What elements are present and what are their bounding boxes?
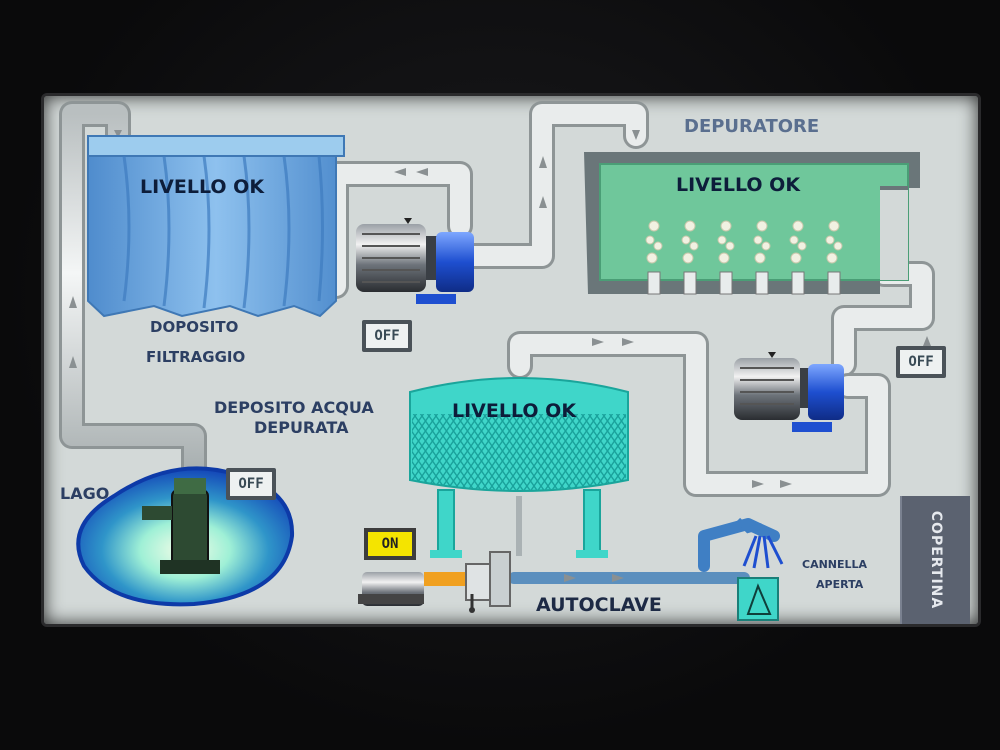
autoclave-on-button[interactable]: ON [364,528,416,560]
aerator-5 [789,220,807,295]
process-diagram [59,101,935,621]
label-depurata: DEPURATA [254,418,349,437]
label-cannella: CANNELLA [802,558,868,571]
aerator-3 [717,220,735,295]
label-aperta: APERTA [816,578,864,591]
purifier-tank [584,152,920,295]
aerator-4 [753,220,771,295]
filter-pump-off-button[interactable]: OFF [362,320,412,352]
aerator-1 [645,220,663,295]
label-depuratore: DEPURATORE [684,116,820,137]
autoclave-unit [358,551,511,613]
copertina-nav-button[interactable]: COPERTINA [900,496,970,624]
hmi-screen: LIVELLO OK LIVELLO OK LIVELLO OK DEPURAT… [44,96,978,624]
copertina-label: COPERTINA [928,510,944,610]
lake-pump-off-button[interactable]: OFF [226,468,276,500]
label-filtraggio: FILTRAGGIO [146,348,246,366]
clean-tank-level: LIVELLO OK [452,400,577,422]
filter-tank-level: LIVELLO OK [140,176,265,198]
label-deposito-acqua: DEPOSITO ACQUA [214,398,374,417]
clean-water-tank [409,377,629,558]
lake [76,466,295,607]
aerator-6 [825,220,843,295]
purifier-pump-off-button[interactable]: OFF [896,346,946,378]
filter-tank [87,135,346,318]
label-doposito: DOPOSITO [150,318,239,336]
label-lago: LAGO [60,484,110,503]
purifier-pump-motor [734,352,844,432]
purifier-tank-level: LIVELLO OK [676,174,801,196]
aerator-2 [681,220,699,295]
faucet [735,517,784,621]
filter-pump-motor [356,218,474,304]
label-autoclave: AUTOCLAVE [536,594,662,616]
